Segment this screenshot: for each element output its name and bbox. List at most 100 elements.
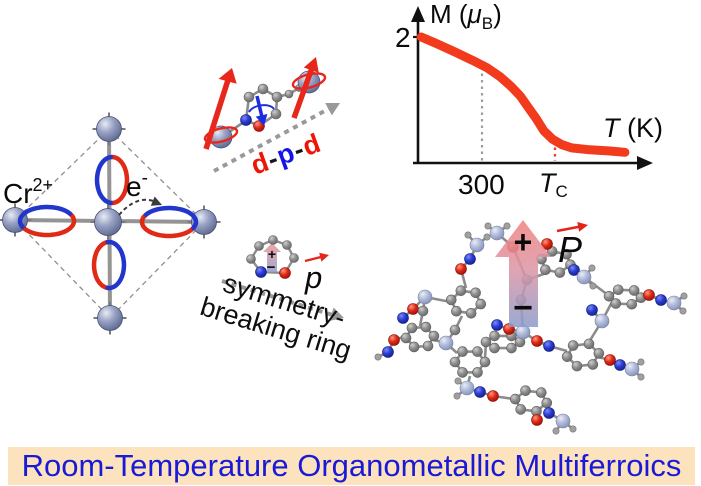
carbon-atom: [457, 346, 468, 357]
carbon-atom: [455, 285, 467, 297]
carbon-atom: [587, 359, 599, 370]
carbon-atom: [612, 284, 624, 296]
carbon-atom: [593, 348, 605, 359]
x-axis-arrowhead: [637, 156, 653, 170]
x-axis-label: T (K): [603, 113, 663, 143]
nitrogen-atom: [397, 312, 409, 324]
carbon-atom: [561, 351, 573, 362]
oxygen-atom: [531, 335, 543, 347]
magnetization-curve: [416, 32, 630, 161]
p-vector-label: p: [304, 260, 322, 295]
metal-atom: [459, 380, 475, 396]
cr-sphere: [94, 208, 122, 236]
polarization-arrow-group: + − P: [495, 220, 588, 327]
oxygen-atom: [388, 334, 400, 346]
hydrogen-atom: [637, 373, 645, 381]
electron-hopping-arrowhead: [150, 196, 162, 206]
nitrogen-atom: [474, 386, 486, 398]
carbon-atom: [472, 346, 483, 357]
metal-atom: [438, 335, 454, 351]
dpd-exchange-fragment: [203, 57, 340, 173]
oxygen-atom: [604, 354, 616, 366]
hydrogen-atom: [679, 307, 687, 315]
nitrogen-atom: [255, 266, 267, 278]
banner-title: Room-Temperature Organometallic Multifer…: [21, 448, 682, 483]
carbon-atom: [420, 321, 432, 333]
spin-up-arrow: [203, 79, 231, 150]
banner: Room-Temperature Organometallic Multifer…: [8, 447, 695, 485]
carbon-atom: [520, 385, 531, 396]
cr-ion-label: Cr2+: [3, 175, 53, 209]
hydrogen-atom: [680, 292, 688, 300]
carbon-atom: [540, 264, 551, 276]
electron-label: e-: [126, 168, 148, 202]
carbon-atom: [451, 305, 462, 317]
nitrogen-atom: [568, 264, 580, 276]
hydrogen-atom: [374, 353, 382, 361]
hydrogen-atom: [588, 264, 596, 272]
carbon-atom: [445, 294, 457, 306]
hydrogen-atom: [464, 231, 472, 239]
carbon-atom: [428, 330, 440, 342]
hydrogen-atom: [453, 392, 461, 400]
oxygen-atom: [531, 414, 543, 426]
spin-down-loop: [248, 104, 275, 113]
polarization-minus-sign: −: [513, 289, 533, 327]
y-tick-2: 2: [395, 22, 411, 53]
metal-atom: [515, 324, 531, 340]
carbon-atom: [626, 298, 638, 310]
carbon-atom: [515, 404, 527, 415]
dipole-ring-motif: + − p: [221, 235, 344, 321]
carbon-atom: [583, 338, 595, 350]
metal-atom: [624, 361, 640, 377]
carbon-atom: [603, 291, 615, 302]
carbon-atom: [470, 287, 481, 299]
carbon-atom: [417, 305, 429, 317]
cr-sphere: [191, 209, 217, 235]
nitrogen-atom: [491, 319, 503, 331]
carbon-atom: [449, 324, 461, 336]
nitrogen-atom: [382, 346, 394, 358]
hydrogen-atom: [569, 425, 577, 433]
metal-atom: [469, 237, 485, 253]
nitrogen-atom: [655, 294, 667, 306]
carbon-atom: [480, 336, 492, 348]
oxygen-atom: [487, 390, 499, 402]
oxygen-atom: [455, 263, 467, 275]
organometallic-network: [374, 222, 688, 435]
carbon-atom: [509, 393, 521, 405]
carbon-atom: [628, 285, 640, 296]
ring-plus-sign: +: [268, 246, 276, 262]
nitrogen-atom: [240, 114, 252, 126]
metal-atom: [489, 225, 505, 241]
hydrogen-atom: [454, 377, 462, 385]
nitrogen-atom: [543, 407, 555, 419]
ring-dipole-arrow: [263, 243, 281, 272]
y-axis-arrowhead: [411, 6, 425, 22]
carbon-atom: [554, 267, 566, 278]
orbital-rings: [17, 154, 199, 291]
carbon-atom: [506, 342, 517, 354]
cr-sphere: [96, 116, 122, 142]
polarization-plus-sign: +: [514, 224, 533, 260]
exchange-path-dashed-arrow: [213, 105, 333, 173]
carbon-atom: [472, 367, 483, 378]
x-tick-tc: TC: [539, 168, 568, 201]
oxygen-atom: [541, 238, 553, 250]
spin-precession-loop: [203, 126, 239, 144]
metal-atom: [576, 269, 592, 285]
carbon-atom: [567, 340, 579, 351]
metal-atom: [417, 289, 433, 305]
nitrogen-atom: [543, 340, 555, 352]
ring-minus-sign: −: [267, 259, 276, 276]
carbon-atom: [449, 356, 461, 368]
carbon-atom: [535, 387, 547, 398]
hydrogen-atom: [589, 282, 597, 290]
oxygen-atom: [643, 289, 655, 301]
carbon-atom: [422, 340, 434, 352]
carbon-atom: [457, 367, 468, 378]
magnetization-plot: M (μB) 2 300 TC T (K): [395, 0, 663, 201]
carbon-atom: [561, 248, 572, 260]
